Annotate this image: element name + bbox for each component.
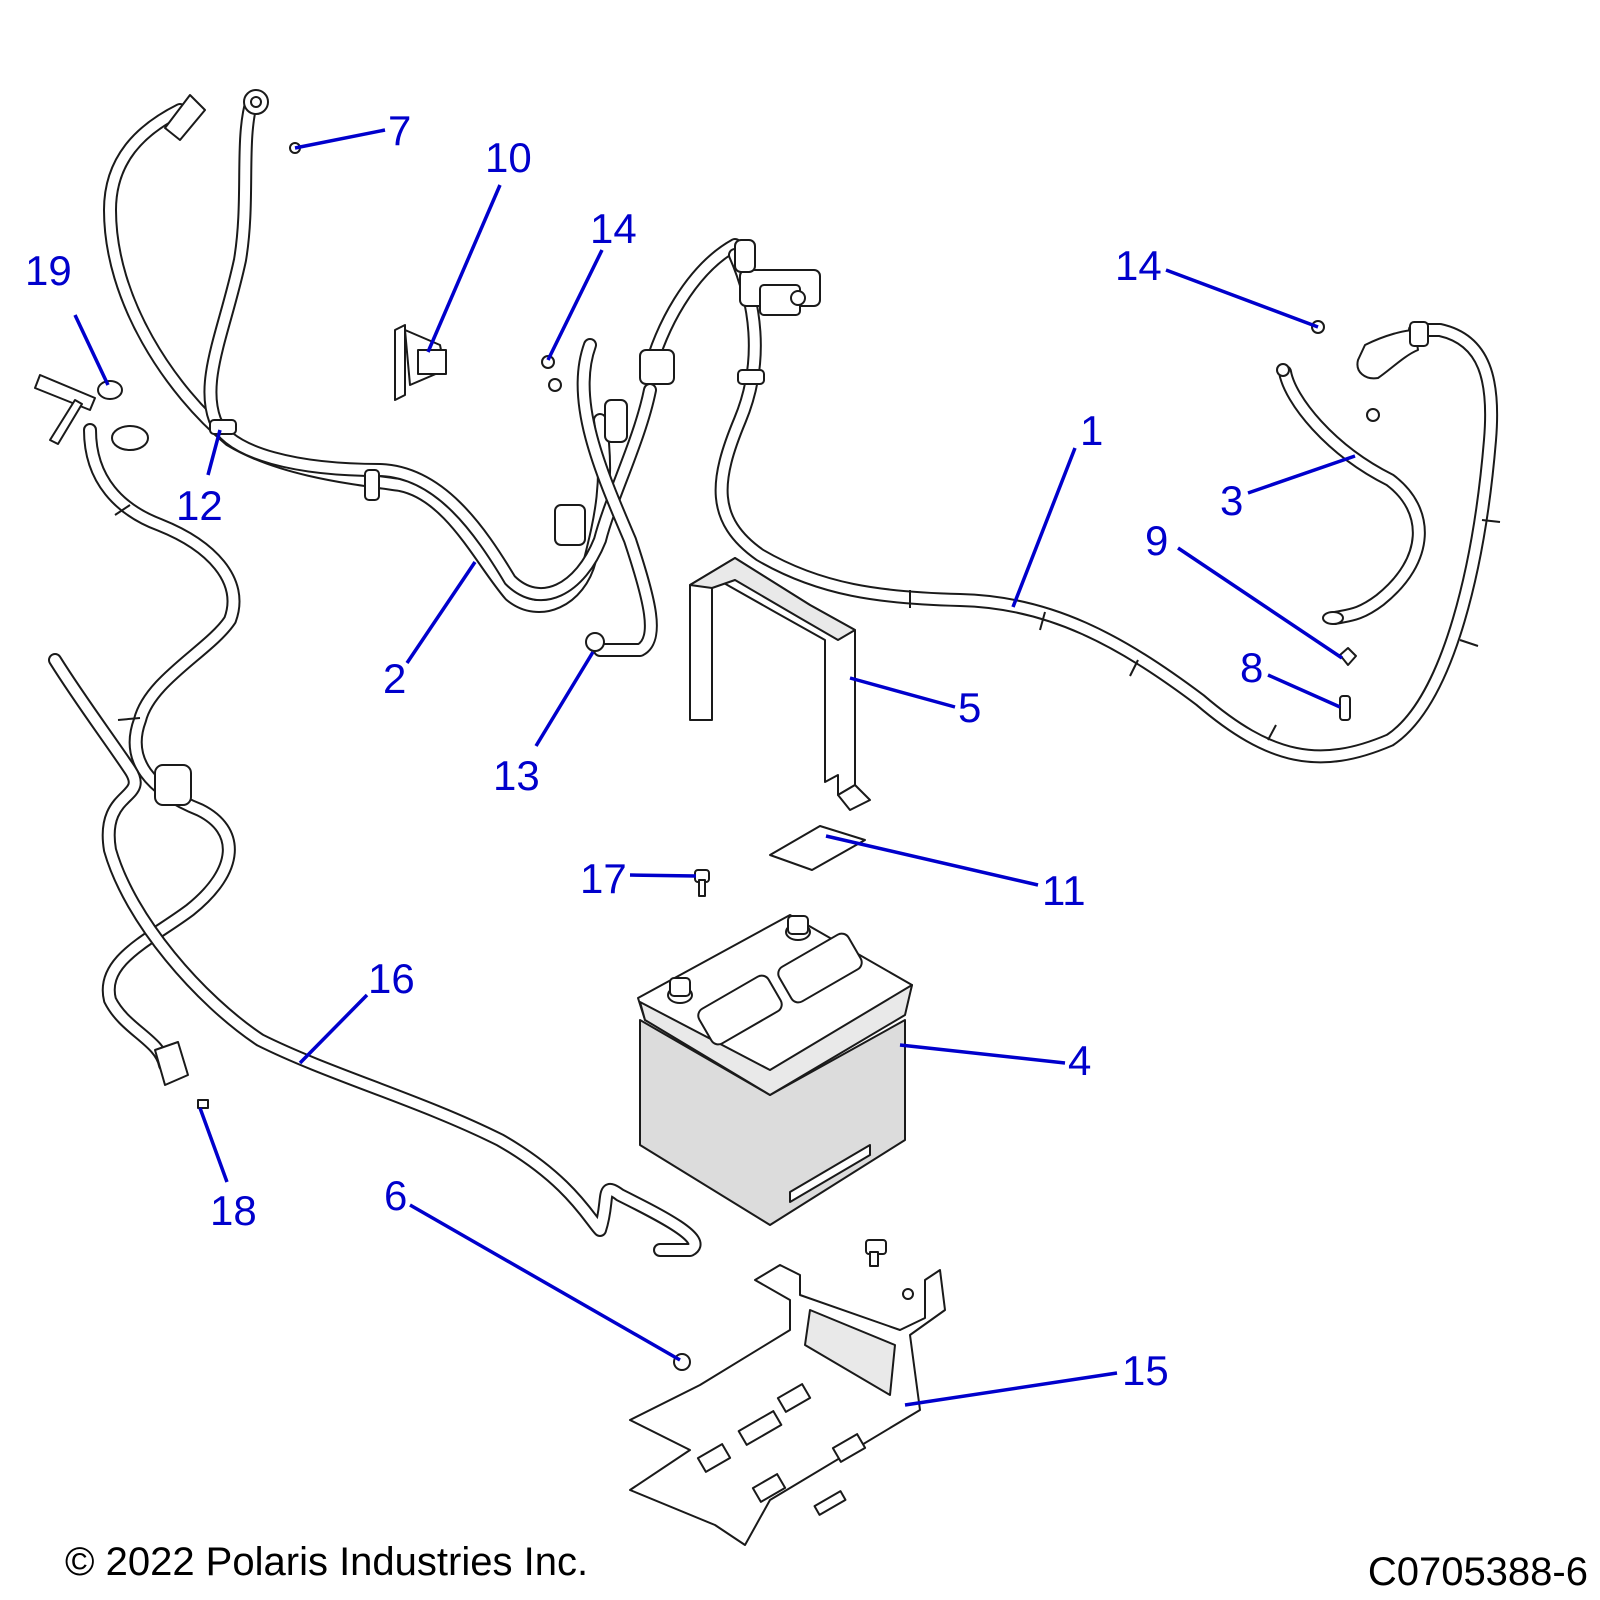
- hold-down-bracket-5: [689, 557, 871, 811]
- pad-11: [769, 825, 866, 871]
- cable-16: [48, 423, 702, 1257]
- callout-1: 1: [1080, 407, 1103, 454]
- leader-lines: [73, 128, 1356, 1407]
- callout-5: 5: [958, 684, 981, 731]
- relay-10: [394, 324, 447, 401]
- callout-16: 16: [368, 955, 415, 1002]
- callout-labels: 1 2 3 4 5 6 7 8 9 10 11 12 13 14 14 15 1…: [25, 107, 1263, 1394]
- small-fasteners: [197, 142, 1380, 1371]
- battery-tray-15: [629, 1264, 946, 1546]
- cable-3: [1276, 363, 1426, 625]
- callout-14-right: 14: [1115, 242, 1162, 289]
- callout-14-left: 14: [590, 205, 637, 252]
- clamp-19: [34, 374, 149, 451]
- cable-2: [103, 89, 675, 613]
- callout-8: 8: [1240, 644, 1263, 691]
- callout-18: 18: [210, 1187, 257, 1234]
- callout-11: 11: [1042, 867, 1086, 914]
- callout-6: 6: [384, 1172, 407, 1219]
- cable-1: [643, 238, 1501, 764]
- callout-17: 17: [580, 855, 627, 902]
- callout-4: 4: [1068, 1037, 1091, 1084]
- cable-13-branch: [576, 338, 658, 657]
- callout-9: 9: [1145, 517, 1168, 564]
- drawing-number: C0705388-6: [1368, 1550, 1588, 1594]
- callout-15: 15: [1122, 1347, 1169, 1394]
- callout-13: 13: [493, 752, 540, 799]
- callout-2: 2: [383, 655, 406, 702]
- callout-3: 3: [1220, 477, 1243, 524]
- callout-12: 12: [176, 482, 223, 529]
- copyright-text: © 2022 Polaris Industries Inc.: [65, 1540, 588, 1584]
- callout-10: 10: [485, 134, 532, 181]
- callout-19: 19: [25, 247, 72, 294]
- battery-4: [637, 914, 913, 1226]
- callout-7: 7: [388, 107, 411, 154]
